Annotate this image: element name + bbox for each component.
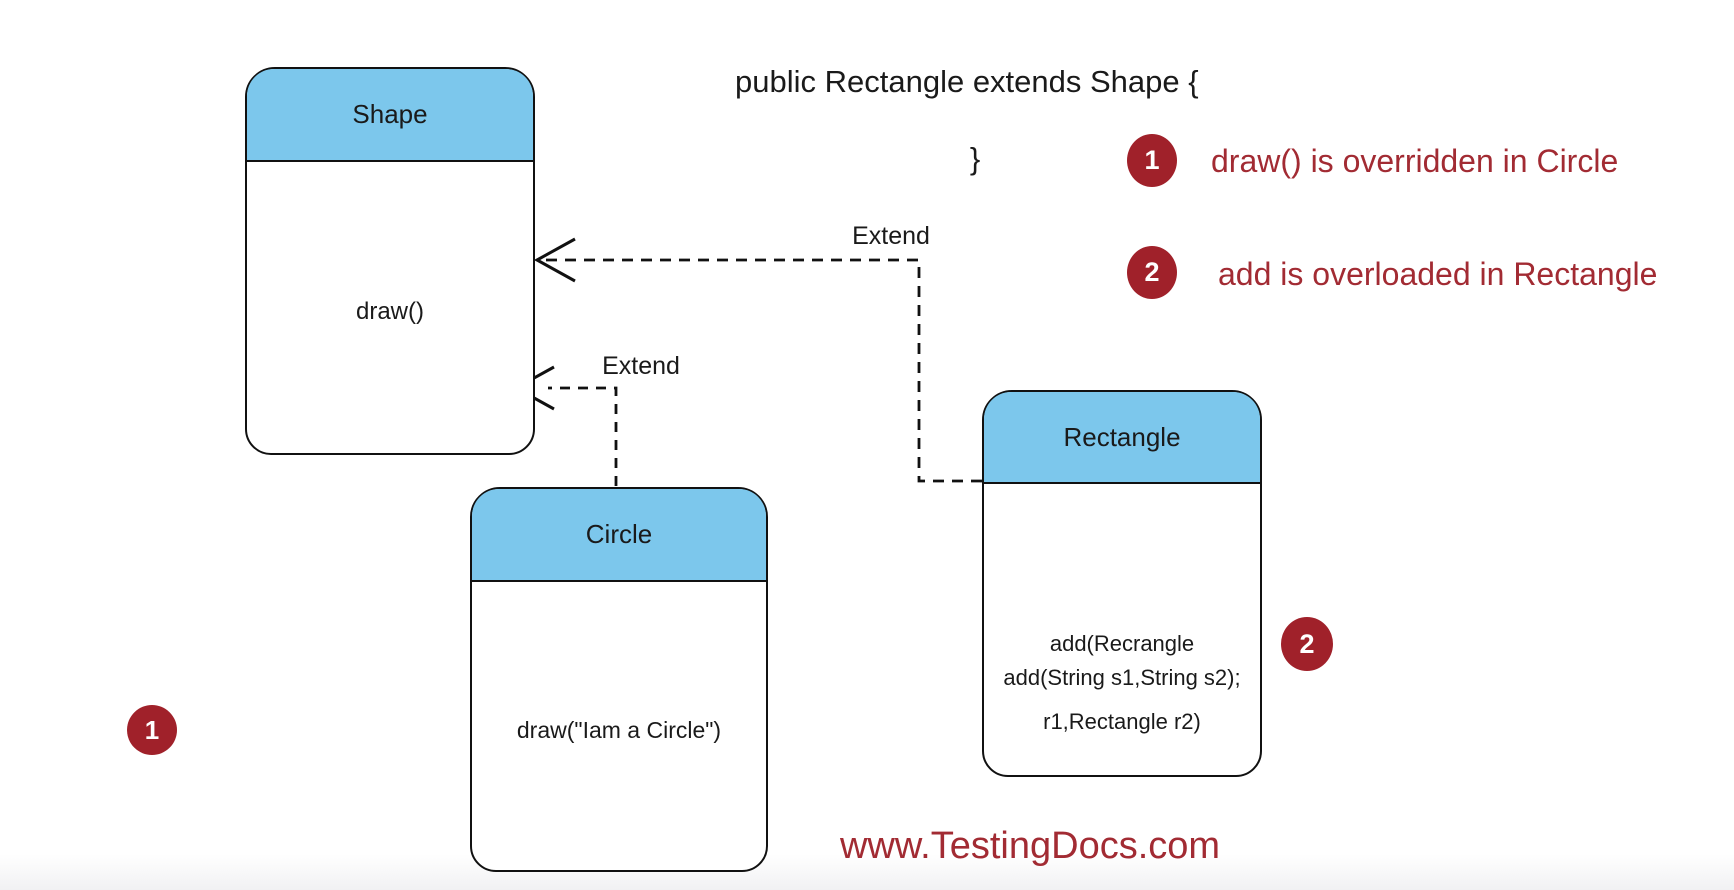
class-box-shape: Shape draw() (245, 67, 535, 455)
circle-method-draw: draw("Iam a Circle") (516, 717, 722, 743)
code-line-closing-brace: } (969, 141, 981, 176)
class-header-circle: Circle (472, 489, 766, 582)
circle-extends-shape-connector-line (548, 386, 618, 486)
class-title-shape: Shape (352, 99, 428, 129)
annotation-1-badge-number: 1 (1144, 145, 1160, 175)
annotation-2-badge: 2 (1127, 246, 1177, 299)
marker-2-badge: 2 (1281, 617, 1333, 671)
code-line-class-declaration: public Rectangle extends Shape { (735, 64, 1199, 99)
shape-method-draw: draw() (355, 298, 424, 325)
class-title-circle: Circle (585, 519, 653, 549)
rectangle-method-add-rectangles-line1: add(Recrangle (1049, 631, 1195, 656)
annotation-1-badge: 1 (1127, 134, 1177, 187)
annotation-1-text: draw() is overridden in Circle (1211, 143, 1619, 179)
marker-1-badge: 1 (127, 705, 177, 755)
inheritance-arrowhead-to-shape-upper-icon (533, 237, 576, 283)
annotation-2-text: add is overloaded in Rectangle (1218, 256, 1658, 292)
rectangle-method-add-strings: add(String s1,String s2); (1003, 665, 1241, 690)
marker-1-number: 1 (144, 714, 160, 745)
extend-label-circle-connector: Extend (602, 352, 680, 380)
class-box-circle: Circle draw("Iam a Circle") (470, 487, 768, 872)
website-watermark: www.TestingDocs.com (839, 825, 1221, 867)
class-title-rectangle: Rectangle (1063, 421, 1181, 452)
rectangle-method-add-rectangles: add(Recrangle r1,Rectangle r2) (984, 579, 1260, 787)
annotation-2-badge-number: 2 (1144, 257, 1160, 287)
class-box-rectangle: Rectangle add(Recrangle r1,Rectangle r2)… (982, 390, 1262, 777)
class-header-rectangle: Rectangle (984, 392, 1260, 484)
class-header-shape: Shape (247, 69, 533, 162)
extend-label-rectangle-connector: Extend (852, 222, 930, 250)
marker-2-number: 2 (1299, 628, 1315, 659)
rectangle-method-add-rectangles-line2: r1,Rectangle r2) (1043, 709, 1201, 734)
